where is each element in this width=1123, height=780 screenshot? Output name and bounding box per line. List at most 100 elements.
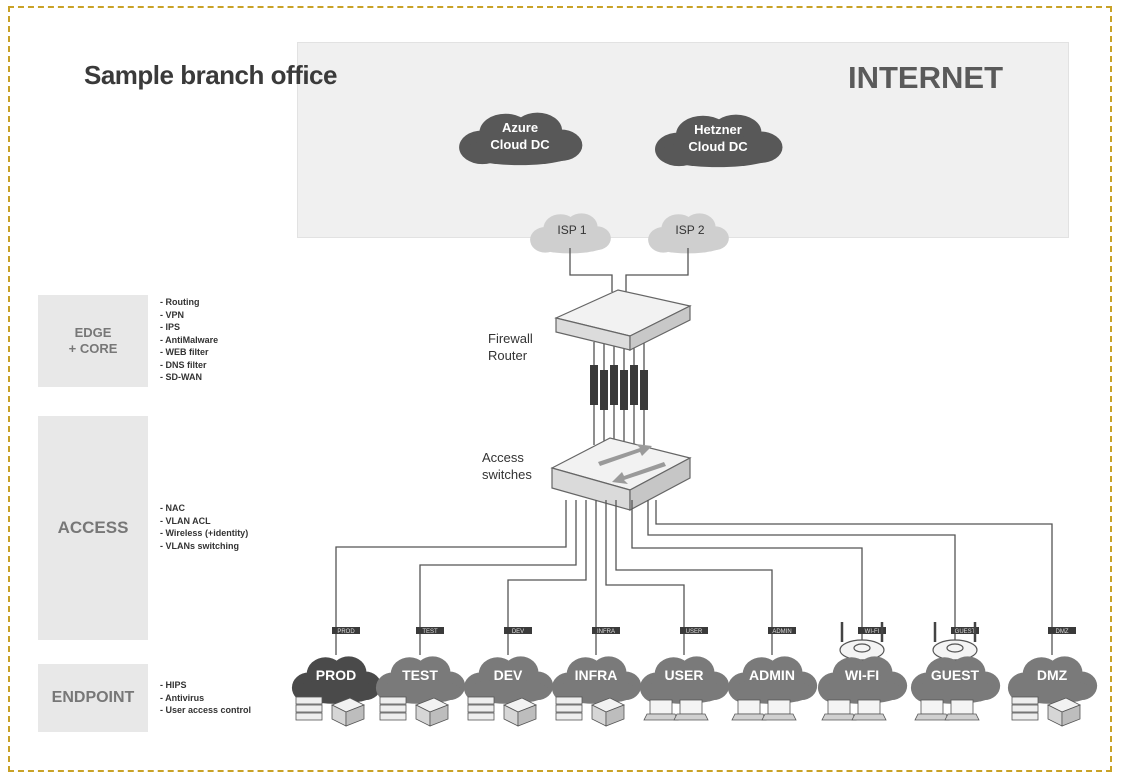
feature-item: - DNS filter — [160, 359, 207, 370]
servers-icon — [295, 696, 365, 727]
vlan-tag: ADMIN — [768, 627, 796, 635]
vlan-tag-label: ADMIN — [772, 629, 791, 635]
segment-link — [605, 500, 685, 655]
segment-label: TEST — [402, 667, 438, 683]
servers-icon — [467, 696, 537, 727]
servers-icon — [1011, 696, 1081, 727]
segment-label: DEV — [494, 667, 523, 683]
laptops-icon — [731, 699, 797, 721]
vlan-tag: INFRA — [592, 627, 620, 635]
segment-label: WI-FI — [845, 667, 879, 683]
segment-label: PROD — [316, 667, 356, 683]
feature-item: - SD-WAN — [160, 372, 202, 382]
layer-name-line2: + CORE — [68, 341, 118, 356]
vlan-tag: WI-FI — [858, 627, 886, 635]
vlan-tag-label: WI-FI — [865, 629, 880, 635]
cloud-label-line2: Cloud DC — [688, 139, 748, 154]
segment-link — [419, 500, 577, 655]
layer-name-line1: ENDPOINT — [51, 689, 135, 706]
layer-edge-core: EDGE + CORE — [38, 295, 148, 387]
vlan-tag-label: PROD — [337, 629, 355, 635]
segment-link — [631, 500, 863, 655]
firewall-label-line2: Router — [488, 348, 528, 363]
layer-access-features: - NAC - VLAN ACL - Wireless (+identity) … — [160, 502, 248, 552]
segment-links — [335, 500, 1053, 655]
wireless-ap-icon — [932, 622, 978, 661]
dashed-frame — [8, 6, 1112, 772]
trunk-tags — [590, 365, 648, 410]
diagram-title: Sample branch office — [84, 60, 337, 90]
segment-label: ADMIN — [749, 667, 795, 683]
feature-item: - VLANs switching — [160, 540, 240, 551]
isp-label: ISP 1 — [557, 223, 586, 237]
layer-endpoint-features: - HIPS - Antivirus - User access control — [160, 679, 251, 717]
internet-label: INTERNET — [848, 60, 1003, 95]
wireless-ap-icon — [839, 622, 885, 661]
feature-item: - Wireless (+identity) — [160, 528, 249, 538]
cloud-label-line1: Hetzner — [694, 122, 742, 137]
vlan-tag-label: USER — [686, 629, 703, 635]
segment-label: DMZ — [1037, 667, 1068, 683]
switch-label-line1: Access — [482, 450, 524, 465]
feature-item: - VLAN ACL — [160, 515, 211, 526]
hetzner-cloud: Hetzner Cloud DC — [655, 114, 783, 168]
access-switch-device — [550, 437, 692, 511]
feature-item: - Antivirus — [160, 692, 205, 703]
vlan-tag-label: DMZ — [1056, 629, 1069, 635]
segment-link — [655, 500, 1053, 655]
segment-label: GUEST — [931, 667, 980, 683]
segment-wifi: WI-FI WI-FI — [817, 622, 908, 721]
vlan-tag-label: GUEST — [955, 629, 976, 635]
firewall-label-line1: Firewall — [488, 331, 533, 346]
vlan-tag-label: DEV — [512, 629, 524, 635]
firewall-router-device — [554, 289, 692, 351]
feature-item: - IPS — [160, 322, 181, 332]
segment-link — [647, 500, 956, 655]
segment-dev: DEV DEV — [463, 627, 554, 727]
segment-user: USER USER — [639, 627, 730, 721]
segment-admin: ADMIN ADMIN — [727, 627, 818, 721]
feature-item: - NAC — [160, 503, 185, 513]
servers-icon — [555, 696, 625, 727]
vlan-tag: USER — [680, 627, 708, 635]
layer-name-line1: EDGE — [74, 324, 112, 340]
wireless-icon — [821, 699, 887, 721]
cloud-label-line1: Azure — [502, 120, 538, 135]
segment-test: TEST TEST — [375, 627, 466, 727]
layer-access: ACCESS — [38, 416, 148, 640]
segment-link — [507, 500, 587, 655]
vlan-tag: PROD — [332, 627, 360, 635]
segment-link — [335, 500, 567, 655]
switch-label-line2: switches — [482, 467, 532, 482]
segment-prod: PROD PROD — [291, 627, 382, 727]
layer-name-line1: ACCESS — [57, 518, 129, 538]
segment-nodes: PRODPRODTESTTESTDEVDEVINFRAINFRAUSERUSER… — [291, 622, 1098, 727]
feature-item: - AntiMalware — [160, 334, 219, 345]
vlan-tag: GUEST — [951, 627, 979, 635]
cloud-label-line2: Cloud DC — [490, 137, 550, 152]
isp-links — [569, 248, 689, 292]
segment-label: INFRA — [575, 667, 618, 683]
layer-edge-features: - Routing - VPN - IPS - AntiMalware - WE… — [160, 296, 218, 384]
segment-label: USER — [665, 667, 704, 683]
feature-item: - VPN — [160, 309, 185, 320]
isp2-cloud: ISP 2 — [648, 213, 729, 254]
vlan-tag: DEV — [504, 627, 532, 635]
segment-link — [615, 500, 773, 655]
vlan-tag: DMZ — [1048, 627, 1076, 635]
wireless-icon — [914, 699, 980, 721]
vlan-tag: TEST — [416, 627, 444, 635]
servers-icon — [379, 696, 449, 727]
segment-guest: GUEST GUEST — [910, 622, 1001, 721]
isp-label: ISP 2 — [675, 223, 704, 237]
feature-item: - Routing — [160, 297, 200, 307]
feature-item: - WEB filter — [160, 347, 209, 357]
vlan-tag-label: INFRA — [597, 629, 615, 635]
segment-infra: INFRA INFRA — [551, 627, 642, 727]
laptops-icon — [643, 699, 709, 721]
feature-item: - User access control — [160, 705, 252, 715]
isp1-cloud: ISP 1 — [530, 213, 611, 254]
azure-cloud: Azure Cloud DC — [459, 112, 583, 166]
